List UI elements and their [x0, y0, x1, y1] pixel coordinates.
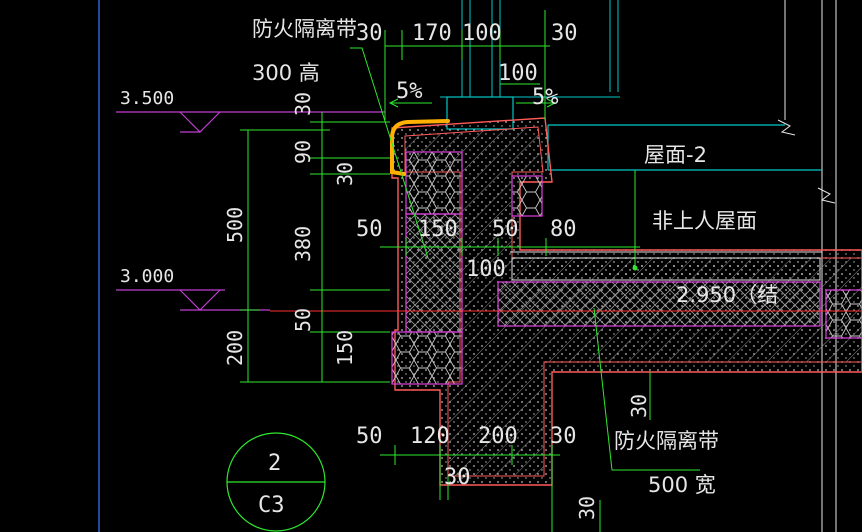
slope-left: 5%	[396, 79, 423, 104]
fire-barrier-blocks	[391, 151, 862, 385]
label-fire-band-top-height: 300 高	[252, 61, 320, 85]
dim-slab-100: 100	[466, 257, 506, 282]
label-level-2950: 2.950（结	[676, 283, 778, 307]
detail-sheet: C3	[258, 493, 285, 518]
dim-inner-380: 380	[291, 226, 315, 262]
dim-bottom-120: 120	[410, 424, 450, 449]
dim-bottom-50: 50	[356, 424, 383, 449]
level-mark-lower	[116, 289, 270, 311]
dim-inner-50: 50	[291, 308, 315, 332]
highlight-bracket	[390, 119, 450, 176]
dim-inner-90: 90	[291, 140, 315, 164]
dim-bottom-right-30: 30	[575, 496, 599, 520]
dim-left-200: 200	[223, 330, 247, 366]
dim-top-170: 170	[412, 21, 452, 46]
label-fire-band-top: 防火隔离带	[252, 17, 357, 41]
insulation-board	[405, 213, 821, 333]
level-upper-text: 3.500	[120, 88, 174, 109]
dim-top-100: 100	[462, 21, 502, 46]
dim-mid-150: 150	[418, 217, 458, 242]
level-mark-upper	[116, 111, 385, 133]
dim-top-30-right: 30	[551, 21, 578, 46]
detail-callout: 2 C3	[226, 432, 326, 532]
roof-layers	[498, 251, 822, 327]
label-fire-band-bottom: 防火隔离带	[614, 429, 719, 453]
dim-top-inner-100: 100	[498, 61, 538, 86]
dim-right-30: 30	[627, 394, 651, 418]
dim-mid-50-right: 50	[492, 217, 519, 242]
dim-inner-150: 150	[333, 330, 357, 366]
dim-bottom-30: 30	[550, 424, 577, 449]
detail-number: 2	[268, 451, 281, 476]
level-lower-text: 3.000	[120, 266, 174, 287]
label-fire-band-bottom-width: 500 宽	[648, 473, 716, 497]
dim-bottom-30-lower: 30	[444, 465, 471, 490]
dim-left-500: 500	[223, 207, 247, 243]
label-non-accessible-roof: 非上人屋面	[652, 209, 757, 233]
label-roof-2: 屋面-2	[644, 143, 707, 167]
dim-top-30-left: 30	[356, 21, 383, 46]
leader-lines	[350, 47, 700, 471]
dimension-lines	[240, 10, 651, 532]
dim-inner-30-mid: 30	[333, 162, 357, 186]
slope-right: 5%	[532, 85, 559, 110]
dim-mid-80: 80	[550, 217, 577, 242]
dim-bottom-200: 200	[478, 424, 518, 449]
dim-inner-30-top: 30	[291, 92, 315, 116]
dim-mid-50-left: 50	[356, 217, 383, 242]
